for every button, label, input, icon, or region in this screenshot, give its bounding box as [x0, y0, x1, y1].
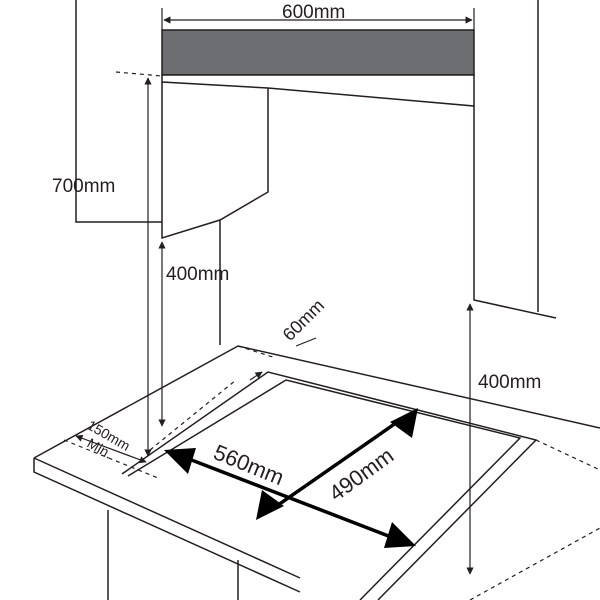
right-clearance-label: 400mm: [478, 372, 541, 393]
hob-cutout: [121, 371, 538, 600]
cutout-depth-arrowhead-top: [390, 408, 418, 438]
left-height-label: 700mm: [52, 176, 115, 197]
guide-lines: [63, 71, 600, 600]
cutout-depth-label: 490mm: [324, 443, 398, 506]
countertop: [33, 345, 600, 600]
right-wall-cabinet: [473, 0, 557, 319]
range-hood: [161, 29, 475, 345]
hood-band: [161, 29, 475, 76]
top-width-label: 600mm: [282, 2, 345, 23]
dimension-lines: [75, 8, 475, 575]
cutout-width-arrowhead-right: [384, 522, 416, 548]
cutout-arrows: [164, 408, 418, 548]
cutout-depth-arrow: [267, 414, 407, 514]
cutout-width-arrowhead-left: [164, 448, 196, 474]
hood-clearance-label: 400mm: [166, 264, 229, 285]
cutout-depth-arrowhead-bottom: [256, 490, 284, 520]
rear-gap-label: 60mm: [279, 295, 329, 345]
left-wall-cabinet: [75, 0, 162, 223]
